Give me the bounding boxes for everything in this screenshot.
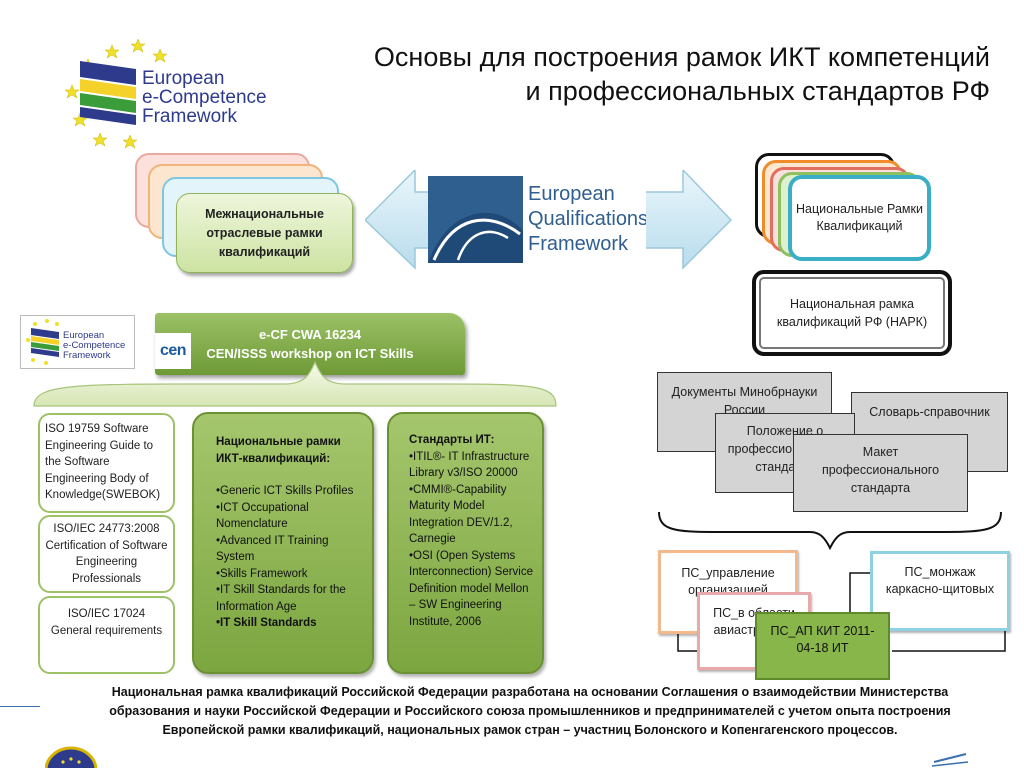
ecf-brace <box>30 360 560 410</box>
bottom-note: Национальная рамка квалификаций Российск… <box>109 685 951 737</box>
ecf-brace-shape <box>33 360 557 407</box>
it-standards-item-1: •ITIL®- IT Infrastructure Library v3/ISO… <box>409 450 530 480</box>
national-ict-item-5: •IT Skill Standards for the Information … <box>216 584 346 613</box>
national-ict-item-6: •IT Skill Standards <box>216 617 317 629</box>
doc-dictionary-text: Словарь-справочник <box>869 405 990 419</box>
page-title: Основы для построения рамок ИКТ компетен… <box>300 40 990 108</box>
ecf-cwa-line-2: CEN/ISSS workshop on ICT Skills <box>206 346 414 361</box>
bottom-right-mark <box>930 750 970 768</box>
natl-frameworks-label: Национальные Рамки Квалификаций <box>796 202 923 233</box>
it-standards-heading: Стандарты ИТ: <box>409 434 495 446</box>
ps-frame-assembly: ПС_монжаж каркасно-щитовых <box>870 551 1010 631</box>
national-ict-heading: Национальные рамки ИКТ-квалификаций: <box>216 436 341 465</box>
iso-box-3-text: ISO/IEC 17024 General requirements <box>50 608 163 637</box>
ps-ap-kit-text: ПС_АП КИТ 2011-04-18 ИТ <box>770 624 875 655</box>
eqf-logo-line-3: Framework <box>528 233 629 255</box>
it-standards-box: Стандарты ИТ: •ITIL®- IT Infrastructure … <box>387 412 544 674</box>
doc-template: Макет профессионального стандарта <box>793 434 968 512</box>
natl-frameworks-box: Национальные Рамки Квалификаций <box>788 175 931 261</box>
ecf-small-line-2: e-Competence <box>63 340 125 351</box>
national-ict-item-1: •Generic ICT Skills Profiles <box>216 485 354 497</box>
eqf-logo: European Qualifications Framework <box>428 176 648 263</box>
cen-logo: cen <box>155 333 191 369</box>
national-ict-item-2: •ICT Occupational Nomenclature <box>216 501 309 531</box>
ecf-cwa-line-1: e-CF CWA 16234 <box>258 327 362 342</box>
national-ict-box: Национальные рамки ИКТ-квалификаций: •Ge… <box>192 412 374 674</box>
cen-logo-text: cen <box>159 342 187 359</box>
ecf-logo-line-2: e-Competence <box>142 87 267 108</box>
bottom-left-emblem-shape <box>45 746 97 768</box>
iso-box-1-text: ISO 19759 Software Engineering Guide to … <box>45 423 161 501</box>
it-standards-item-2: •CMMI®-Capability Maturity Model Integra… <box>409 483 513 546</box>
ecf-logo-small: European e-Competence Framework <box>20 315 135 369</box>
intl-frameworks-label: Межнациональные отраслевые рамки квалифи… <box>205 206 324 259</box>
ecf-small-line-1: European <box>63 330 104 341</box>
ecf-cwa-bar: e-CF CWA 16234 CEN/ISSS workshop on ICT … <box>155 313 465 375</box>
ps-frame-assembly-text: ПС_монжаж каркасно-щитовых <box>885 565 995 596</box>
intl-frameworks-box: Межнациональные отраслевые рамки квалифи… <box>176 193 353 273</box>
ecf-small-line-3: Framework <box>63 350 111 361</box>
docs-brace <box>655 508 1005 553</box>
title-line-1: Основы для построения рамок ИКТ компетен… <box>373 42 990 72</box>
it-standards-item-3: •OSI (Open Systems Interconnection) Serv… <box>409 549 534 628</box>
iso-box-2: ISO/IEC 24773:2008 Certification of Soft… <box>38 515 175 593</box>
iso-box-3: ISO/IEC 17024 General requirements <box>38 596 175 674</box>
eqf-logo-graphic: European Qualifications Framework <box>428 176 648 263</box>
title-line-2: и профессиональных стандартов РФ <box>525 76 990 106</box>
bottom-left-emblem <box>45 744 97 768</box>
national-ict-item-4: •Skills Framework <box>216 567 308 580</box>
left-rule <box>0 706 40 707</box>
iso-box-2-text: ISO/IEC 24773:2008 Certification of Soft… <box>45 523 168 585</box>
ecf-logo-line-3: Framework <box>142 106 238 127</box>
eqf-logo-line-2: Qualifications <box>528 208 646 230</box>
bottom-right-mark-shape <box>931 753 969 767</box>
eqf-logo-line-1: European <box>528 183 615 205</box>
ps-ap-kit: ПС_АП КИТ 2011-04-18 ИТ <box>755 612 890 680</box>
ecf-logo-line-1: European <box>142 68 224 89</box>
national-ict-item-3: •Advanced IT Training System <box>216 534 329 564</box>
nrk-box: Национальная рамка квалификаций РФ (НАРК… <box>752 270 952 356</box>
nrk-label: Национальная рамка квалификаций РФ (НАРК… <box>776 297 928 329</box>
ecf-logo-graphic: European e-Competence Framework <box>64 38 267 149</box>
doc-template-text: Макет профессионального стандарта <box>821 445 940 495</box>
docs-brace-shape <box>658 511 1002 551</box>
iso-box-1: ISO 19759 Software Engineering Guide to … <box>38 413 175 513</box>
ecf-logo: European e-Competence Framework <box>50 35 280 150</box>
ecf-logo-small-graphic: European e-Competence Framework <box>26 319 125 365</box>
